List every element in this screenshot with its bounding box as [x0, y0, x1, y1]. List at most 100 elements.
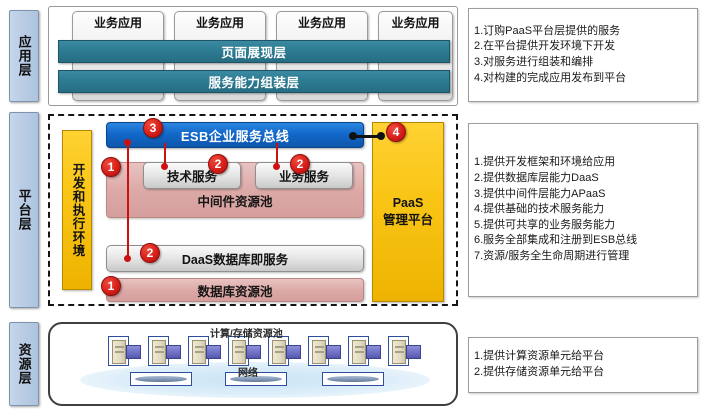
badge-1-middleware: 1 [101, 157, 121, 177]
platform-note-7: 7.资源/服务全生命周期进行管理 [474, 250, 630, 263]
application-note-3: 3.对服务进行组装和编排 [474, 56, 594, 68]
server-icon-4 [228, 336, 262, 368]
server-icon-2-slab [166, 345, 181, 359]
badge-2-technical-service: 2 [208, 154, 228, 174]
connector-dot-technical-service [161, 163, 168, 170]
server-icon-2 [148, 336, 182, 368]
app-card-4-label: 业务应用 [391, 16, 440, 30]
technical-service-label: 技术服务 [166, 170, 217, 184]
application-notes-panel: 1.订购PaaS平台层提供的服务 2.在平台提供开发环境下开发 3.对服务进行组… [468, 8, 698, 102]
server-icon-8-slab [406, 345, 421, 359]
server-icon-2-body [152, 340, 166, 364]
platform-note-3: 3.提供中间件层能力APaaS [474, 187, 606, 200]
paas-platform-line1: PaaS [392, 196, 424, 211]
badge-3-esb: 3 [143, 118, 163, 138]
middleware-pool-label: 中间件资源池 [197, 195, 273, 209]
server-icon-7-body [352, 340, 366, 364]
server-icon-6-body [312, 340, 326, 364]
connector-dot-daas-bottom [124, 255, 131, 262]
badge-1-database-pool: 1 [101, 276, 121, 296]
server-icon-5-frame [268, 336, 289, 366]
connector-dot-business-service [273, 163, 280, 170]
server-icon-3 [188, 336, 222, 368]
app-card-3-label: 业务应用 [297, 16, 346, 30]
server-icon-1-body [112, 340, 126, 364]
badge-2-technical-service-number: 2 [214, 157, 222, 171]
resource-layer-frame: 计算/存储资源池 网络 [48, 322, 458, 406]
connector-esb-to-paas [352, 135, 382, 138]
platform-note-1: 1.提供开发框架和环境给应用 [474, 156, 616, 169]
server-icon-7 [348, 336, 382, 368]
badge-2-business-service-number: 2 [296, 157, 304, 171]
platform-notes-panel: 1.提供开发框架和环境给应用 2.提供数据库层能力DaaS 3.提供中间件层能力… [468, 123, 698, 297]
server-icon-5 [268, 336, 302, 368]
server-icon-1 [108, 336, 142, 368]
server-icon-8-body [392, 340, 406, 364]
app-card-2-label: 业务应用 [195, 16, 244, 30]
presentation-layer-label: 页面展现层 [221, 46, 287, 60]
server-icon-3-body [192, 340, 206, 364]
layer-label-platform-text: 平台层 [16, 189, 32, 231]
badge-4-paas: 4 [386, 122, 406, 142]
application-note-1: 1.订购PaaS平台层提供的服务 [474, 24, 621, 37]
resource-notes-panel: 1.提供计算资源单元给平台 2.提供存储资源单元给平台 [468, 337, 698, 393]
storage-disk-icon-3-platter [327, 375, 379, 383]
platform-note-6: 6.服务全部集成和注册到ESB总线 [474, 234, 638, 247]
dev-exec-environment-label: 开发和执行环境 [70, 162, 85, 258]
connector-esb-to-technical-service [164, 143, 166, 167]
badge-4-paas-number: 4 [392, 125, 400, 139]
connector-esb-to-daas [127, 142, 129, 259]
paas-management-platform[interactable]: PaaS 管理平台 [372, 122, 444, 302]
server-icon-6 [308, 336, 342, 368]
resource-note-1: 1.提供计算资源单元给平台 [474, 350, 605, 363]
database-pool-bar[interactable]: 数据库资源池 [106, 278, 364, 302]
layer-label-resource: 资源层 [9, 322, 39, 406]
paas-platform-line2: 管理平台 [382, 213, 433, 227]
platform-note-5: 5.提供可共享的业务服务能力 [474, 218, 616, 231]
server-icon-1-slab [126, 345, 141, 359]
server-icon-7-slab [366, 345, 381, 359]
platform-note-2: 2.提供数据库层能力DaaS [474, 171, 599, 184]
dev-exec-environment-bar[interactable]: 开发和执行环境 [62, 130, 92, 290]
server-icon-3-slab [206, 345, 221, 359]
badge-1-database-pool-number: 1 [107, 279, 115, 293]
service-assembly-layer-bar[interactable]: 服务能力组装层 [58, 70, 450, 93]
connector-dot-paas-left [377, 132, 385, 140]
server-icon-4-body [232, 340, 246, 364]
server-icon-3-frame [188, 336, 209, 366]
badge-2-daas: 2 [140, 243, 160, 263]
connector-esb-to-business-service [276, 143, 278, 167]
service-assembly-layer-label: 服务能力组装层 [208, 76, 300, 90]
server-icon-8 [388, 336, 422, 368]
badge-3-esb-number: 3 [149, 121, 157, 135]
storage-disk-icon-2-platter [230, 375, 282, 383]
application-note-4: 4.对构建的完成应用发布到平台 [474, 71, 627, 84]
server-icon-4-slab [246, 345, 261, 359]
platform-note-4: 4.提供基础的技术服务能力 [474, 203, 605, 216]
server-icon-5-body [272, 340, 286, 364]
business-service-label: 业务服务 [278, 170, 329, 184]
server-icon-6-frame [308, 336, 329, 366]
daas-label: DaaS数据库即服务 [181, 253, 289, 267]
badge-2-daas-number: 2 [146, 246, 154, 260]
connector-dot-esb-top [124, 139, 131, 146]
badge-2-business-service: 2 [290, 154, 310, 174]
esb-bar-label: ESB企业服务总线 [180, 128, 290, 144]
connector-dot-esb-right [349, 132, 357, 140]
storage-disk-icon-1 [130, 372, 192, 386]
server-icon-2-frame [148, 336, 169, 366]
network-caption: 网络 [238, 368, 258, 379]
storage-disk-icon-2 [225, 372, 287, 386]
app-card-1-label: 业务应用 [93, 16, 142, 30]
server-icon-5-slab [286, 345, 301, 359]
storage-disk-icon-1-platter [135, 375, 187, 383]
server-icon-6-slab [326, 345, 341, 359]
layer-label-resource-text: 资源层 [16, 343, 32, 385]
compute-storage-pool-caption: 计算/存储资源池 [210, 329, 283, 340]
presentation-layer-bar[interactable]: 页面展现层 [58, 40, 450, 63]
layer-label-application-text: 应用层 [16, 35, 32, 77]
resource-note-2: 2.提供存储资源单元给平台 [474, 366, 605, 378]
layer-label-platform: 平台层 [9, 112, 39, 308]
badge-1-middleware-number: 1 [107, 160, 115, 174]
